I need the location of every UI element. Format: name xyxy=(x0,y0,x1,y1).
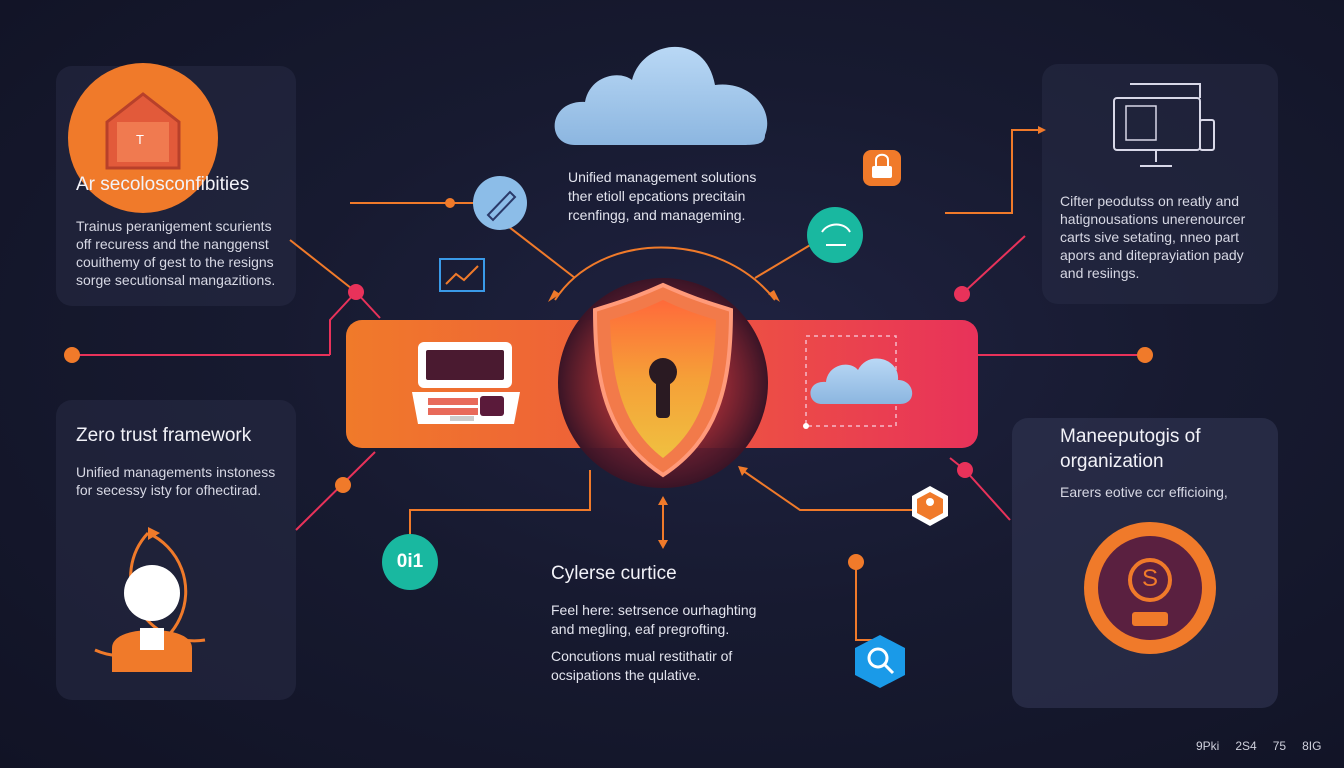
coin-icon xyxy=(1084,522,1216,654)
footer-value-2: 2S4 xyxy=(1235,739,1257,753)
top-right-body: Cifter peodutss on reatly and hatignousa… xyxy=(1060,193,1246,281)
house-icon xyxy=(105,92,181,170)
shield-lock-icon xyxy=(592,282,734,478)
network-icon xyxy=(807,207,863,263)
top-center-body: Unified management solutions ther etioll… xyxy=(568,169,757,223)
laptop-icon xyxy=(412,342,520,424)
house-letter: T xyxy=(136,132,144,147)
monitor-icon xyxy=(1113,83,1215,167)
user-icon xyxy=(94,527,206,672)
pen-icon xyxy=(473,176,527,230)
binary-badge xyxy=(382,534,438,590)
bottom-right-body: Earers eotive ccr efficioing, xyxy=(1060,484,1228,500)
binary-badge-label: 0i1 xyxy=(396,551,424,572)
top-right-card xyxy=(1042,64,1278,304)
bottom-center-body-1: Feel here: setrsence ourhaghting and meg… xyxy=(551,602,757,637)
lock-badge-icon xyxy=(863,150,901,186)
mid-left-body: Unified managements instoness for secess… xyxy=(76,464,276,498)
cloud-icon-right xyxy=(803,335,913,429)
footer-values: 9Pki 2S4 75 8IG xyxy=(1196,739,1321,753)
cloud-icon xyxy=(554,46,768,146)
footer-value-4: 8IG xyxy=(1302,739,1322,753)
mid-left-title: Zero trust framework xyxy=(76,425,252,446)
node-dots xyxy=(64,198,1153,570)
footer-value-3: 75 xyxy=(1272,739,1287,753)
top-left-body: Trainus peranigement scurients off recur… xyxy=(76,218,276,288)
chart-icon xyxy=(439,258,485,292)
search-icon xyxy=(855,635,905,688)
bottom-center-title: Cylerse curtice xyxy=(551,563,677,584)
top-left-title: Ar secolosconfibities xyxy=(76,174,250,195)
right-connectors xyxy=(738,126,1145,641)
footer-value-1: 9Pki xyxy=(1196,739,1220,753)
bottom-center-body-2: Concutions mual restithatir of ocsipatio… xyxy=(551,648,733,683)
left-connectors xyxy=(72,202,780,549)
person-badge-icon xyxy=(912,486,948,526)
bottom-right-title: Maneeputogis of organization xyxy=(1060,426,1201,472)
coin-letter: S xyxy=(1141,565,1158,592)
